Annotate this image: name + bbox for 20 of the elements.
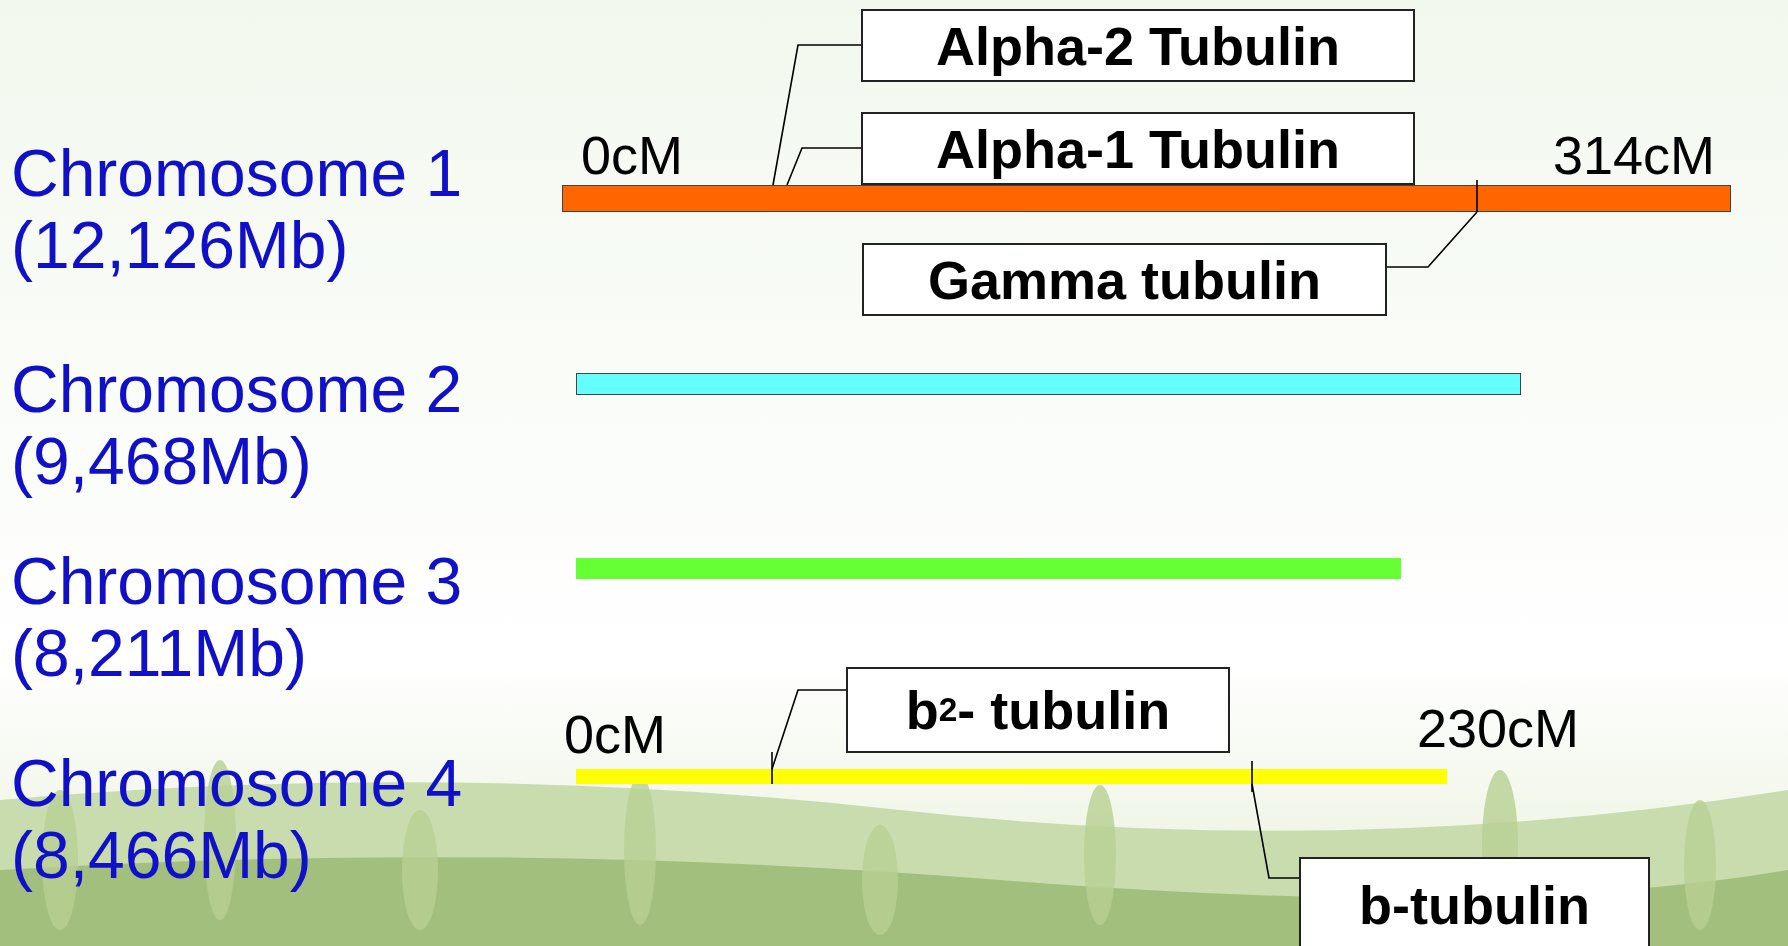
- gene-label: Alpha-1 Tubulin: [861, 112, 1415, 185]
- leader-line: [771, 689, 847, 770]
- scale-label: 314cM: [1553, 124, 1716, 186]
- chromosome-label: Chromosome 3 (8,211Mb): [11, 545, 464, 689]
- chromosome-bar: [576, 769, 1447, 784]
- chromosome-label: Chromosome 1 (12,126Mb): [11, 137, 464, 281]
- scale-label: 0cM: [581, 124, 683, 186]
- chromosome-bar: [576, 558, 1401, 579]
- chromosome-label: Chromosome 4 (8,466Mb): [11, 747, 464, 891]
- leader-line: [1386, 211, 1478, 268]
- gene-label: Alpha-2 Tubulin: [861, 9, 1415, 82]
- scale-label: 230cM: [1417, 697, 1580, 759]
- gene-label: b-tubulin: [1299, 857, 1650, 946]
- leader-line: [772, 44, 862, 186]
- chromosome-bar: [562, 185, 1731, 212]
- chromosome-label: Chromosome 2 (9,468Mb): [11, 353, 464, 497]
- gene-label: Gamma tubulin: [862, 243, 1387, 316]
- scale-label: 0cM: [564, 703, 666, 765]
- chromosome-bar: [576, 373, 1521, 395]
- leader-line: [786, 147, 862, 186]
